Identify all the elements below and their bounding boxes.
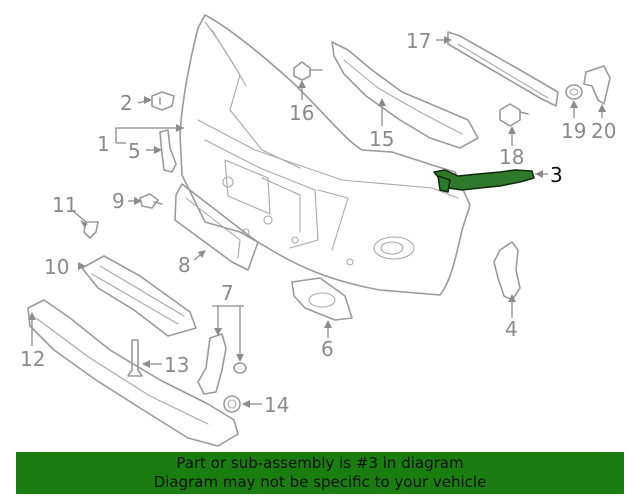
label-9: 9 — [112, 189, 125, 213]
label-8: 8 — [178, 253, 191, 277]
part-6-fog-bezel[interactable] — [291, 277, 353, 321]
part-4-bracket[interactable] — [493, 241, 521, 301]
label-5: 5 — [128, 139, 141, 163]
part-7-grommet[interactable] — [233, 362, 247, 374]
part-13-clip[interactable] — [127, 339, 143, 377]
part-1-bumper-cover[interactable] — [179, 14, 471, 296]
part-3-bracket-tab[interactable] — [437, 175, 451, 193]
label-19: 19 — [561, 119, 586, 143]
part-5-clip[interactable] — [159, 129, 177, 173]
label-2: 2 — [120, 91, 133, 115]
part-10-lower-grille[interactable] — [81, 255, 197, 337]
part-9-screw[interactable] — [139, 193, 163, 209]
part-7-side-bracket[interactable] — [197, 333, 227, 395]
info-banner: Part or sub-assembly is #3 in diagram Di… — [16, 452, 624, 494]
label-18: 18 — [499, 145, 524, 169]
part-8-license-bracket[interactable] — [174, 183, 259, 271]
label-13: 13 — [164, 353, 189, 377]
part-16-bolt[interactable] — [293, 61, 323, 81]
part-20-bracket[interactable] — [583, 65, 611, 105]
label-12: 12 — [20, 347, 45, 371]
label-17: 17 — [406, 29, 431, 53]
label-11: 11 — [52, 193, 77, 217]
label-7: 7 — [221, 281, 234, 305]
label-1: 1 — [97, 132, 110, 156]
part-2-screw[interactable] — [151, 91, 175, 111]
part-15-reinforcement[interactable] — [331, 41, 479, 149]
label-16: 16 — [289, 101, 314, 125]
part-3-bracket-highlighted[interactable] — [433, 169, 535, 191]
label-4: 4 — [505, 317, 518, 341]
part-14-nut[interactable] — [223, 395, 241, 413]
parts-diagram: 2 1 5 3 4 6 7 8 9 10 11 12 13 14 15 16 1… — [20, 14, 616, 447]
banner-line-part: Part or sub-assembly is #3 in diagram — [176, 454, 464, 472]
label-15: 15 — [369, 127, 394, 151]
part-12-lower-absorber[interactable] — [27, 299, 239, 447]
part-17-support-bar[interactable] — [447, 31, 559, 107]
part-11-push-clip[interactable] — [83, 221, 99, 239]
label-20: 20 — [591, 119, 616, 143]
part-19-grommet[interactable] — [565, 84, 583, 100]
label-3: 3 — [550, 163, 563, 187]
part-18-bolt[interactable] — [499, 103, 529, 127]
label-14: 14 — [264, 393, 289, 417]
leader-arrowheads — [28, 36, 606, 408]
label-10: 10 — [44, 255, 69, 279]
label-6: 6 — [321, 337, 334, 361]
banner-line-disclaimer: Diagram may not be specific to your vehi… — [153, 473, 487, 491]
